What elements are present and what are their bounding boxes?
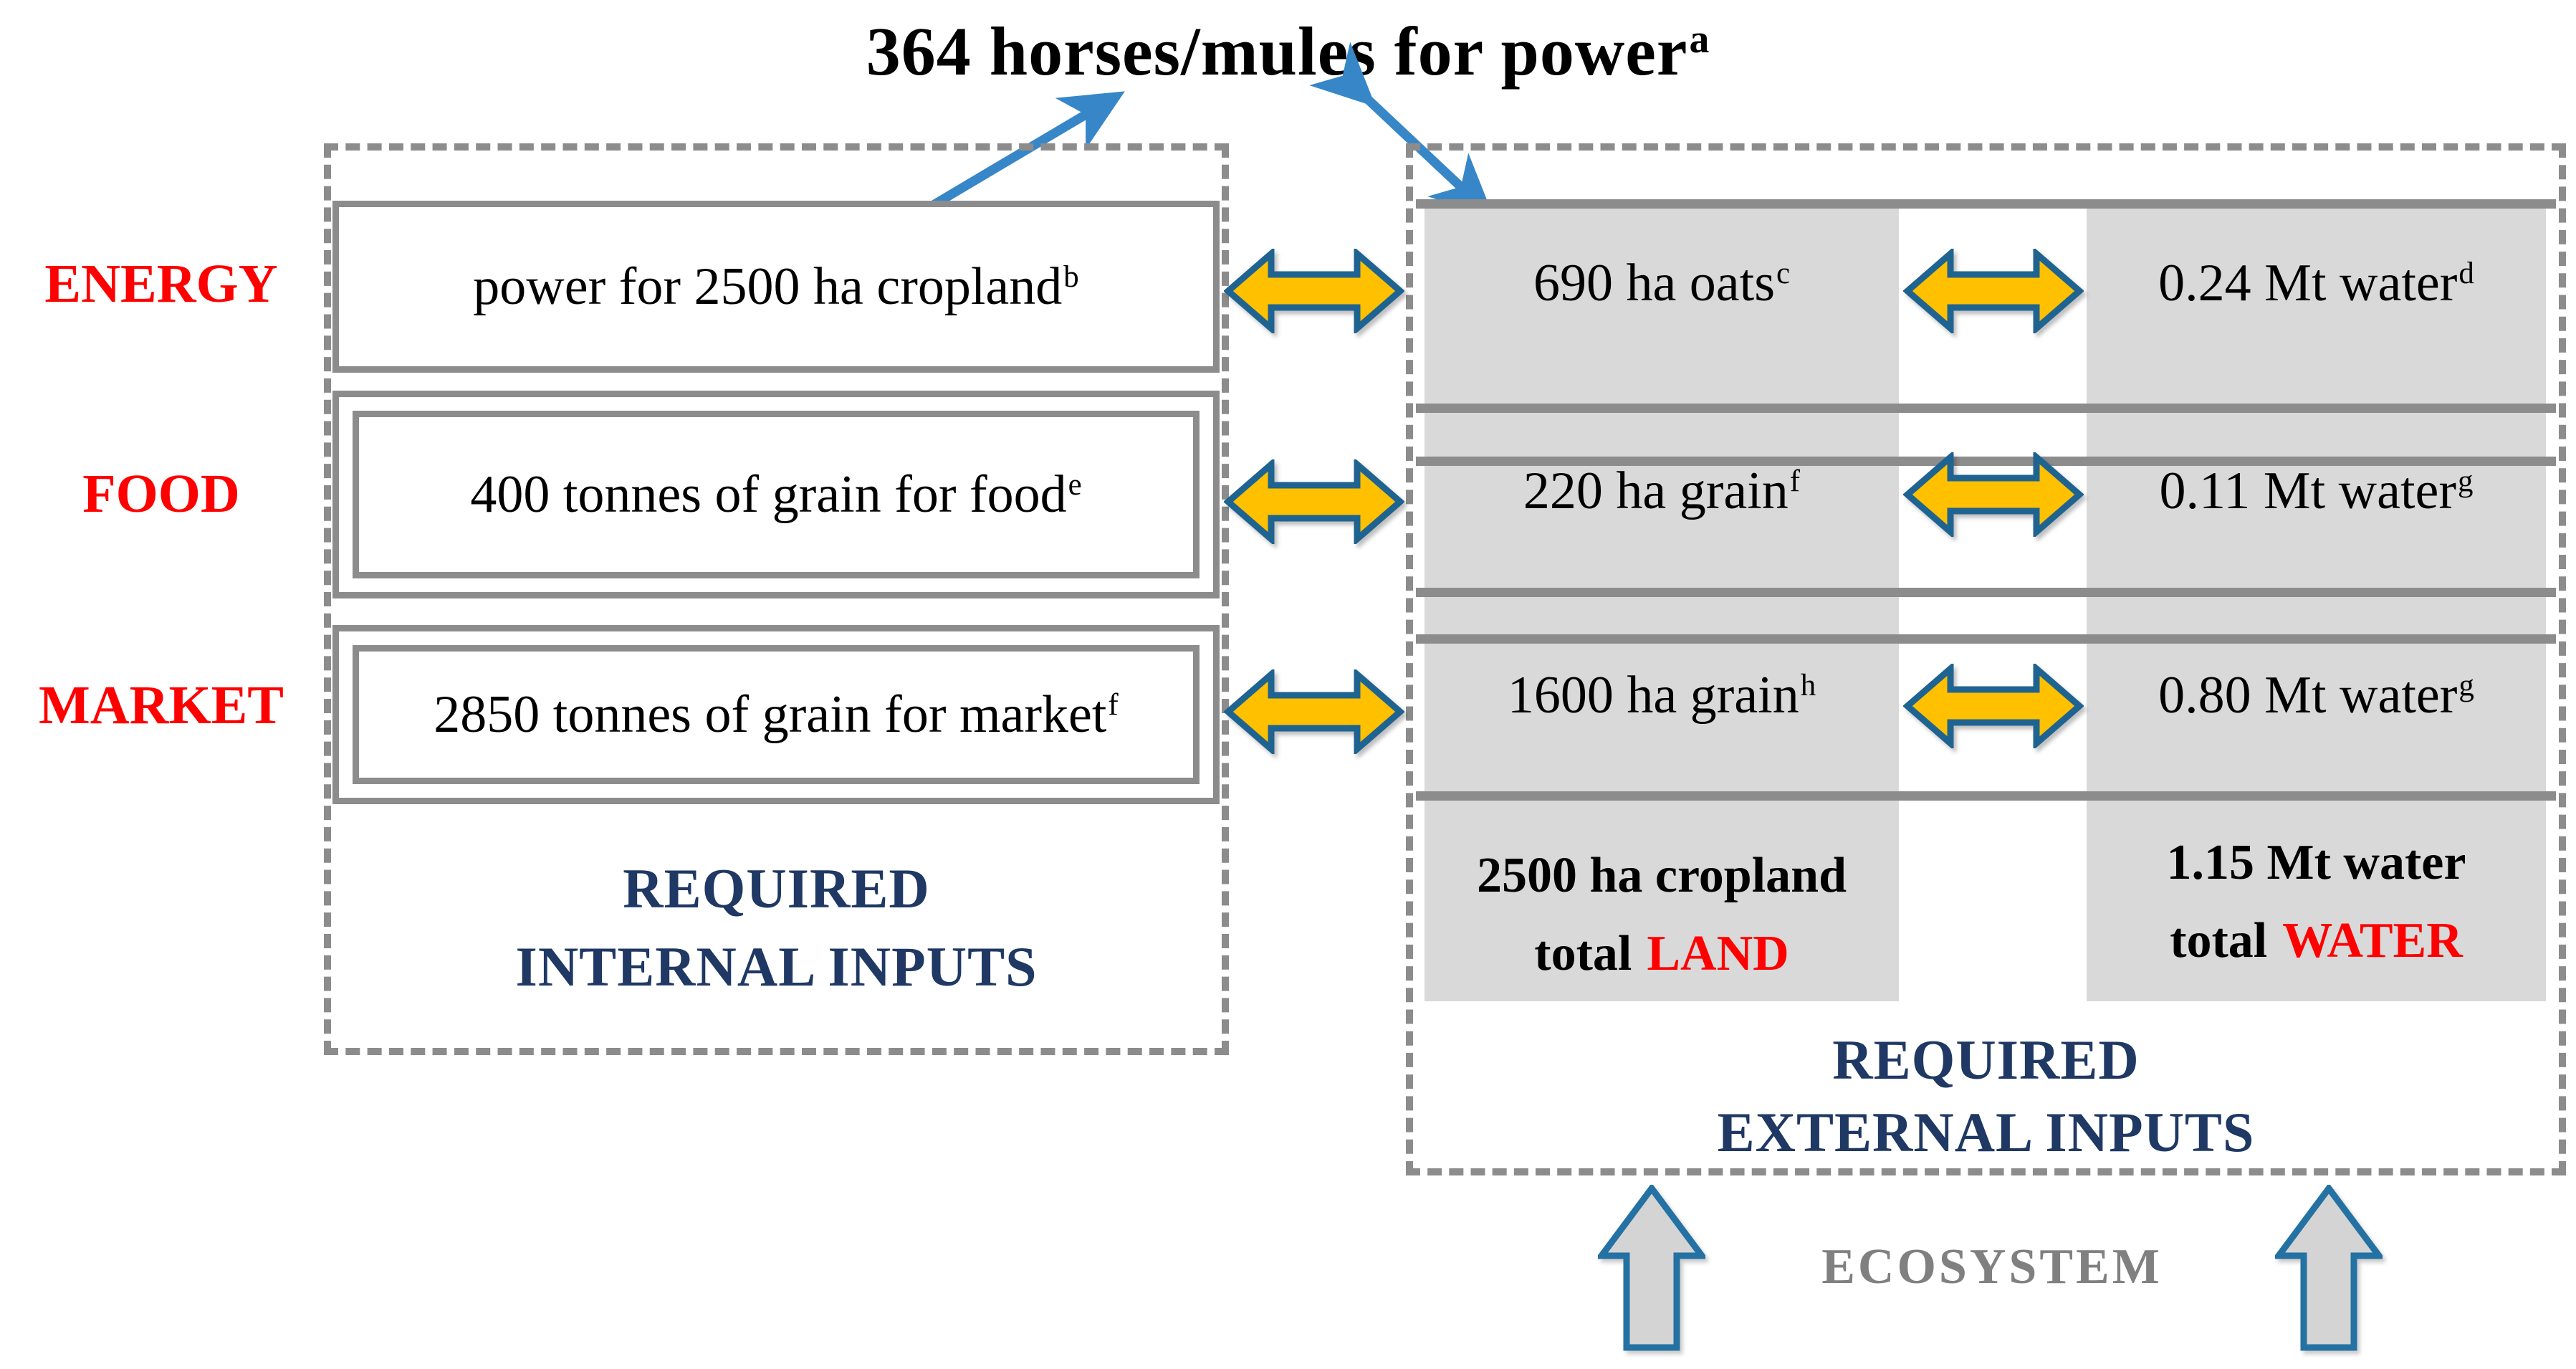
land-total-highlight: LAND <box>1647 925 1789 981</box>
market-internal-text: 2850 tonnes of grain for marketf <box>434 685 1119 744</box>
water-total-highlight: WATER <box>2282 912 2463 968</box>
internal-inputs-caption-line1: REQUIRED <box>623 857 930 920</box>
internal-inputs-caption: REQUIRED INTERNAL INPUTS <box>324 849 1229 1006</box>
energy-internal-superscript: b <box>1063 260 1079 295</box>
food-land-value: 220 ha grainf <box>1523 462 1801 520</box>
energy-water-value: 0.24 Mt waterd <box>2158 254 2474 313</box>
energy-water-superscript: d <box>2458 257 2474 291</box>
double-arrow-icon-food-right <box>1903 452 2084 537</box>
water-column-band <box>2087 209 2546 1001</box>
market-internal-row-inner: 2850 tonnes of grain for marketf <box>353 645 1200 784</box>
market-water-superscript: g <box>2458 669 2474 703</box>
food-internal-text: 400 tonnes of grain for foode <box>470 465 1082 524</box>
market-water-value: 0.80 Mt waterg <box>2158 666 2474 725</box>
market-land-value: 1600 ha grainh <box>1507 666 1816 725</box>
double-arrow-icon-market-right <box>1903 664 2084 748</box>
land-total-line1: 2500 ha cropland <box>1476 848 1847 903</box>
double-arrow-icon-food-left <box>1224 459 1404 544</box>
food-land-superscript: f <box>1789 464 1801 499</box>
food-water-value: 0.11 Mt waterg <box>2159 462 2474 520</box>
double-arrow-icon-energy-right <box>1903 249 2084 333</box>
market-internal-row: 2850 tonnes of grain for marketf <box>332 625 1220 804</box>
food-internal-superscript: e <box>1068 468 1082 502</box>
right-separator-2b <box>1416 634 2556 644</box>
diagram-title: 364 horses/mules for powera <box>0 11 2576 91</box>
internal-inputs-caption-line2: INTERNAL INPUTS <box>515 935 1038 998</box>
up-arrow-icon-right <box>2275 1185 2383 1351</box>
energy-internal-row: power for 2500 ha croplandb <box>332 201 1220 373</box>
diagram-title-text: 364 horses/mules for power <box>866 13 1688 90</box>
food-water-superscript: g <box>2458 464 2474 499</box>
external-inputs-box <box>1406 143 2566 1175</box>
diagram-title-superscript: a <box>1689 17 1710 62</box>
energy-land-superscript: c <box>1776 257 1791 291</box>
energy-internal-text: power for 2500 ha croplandb <box>473 257 1079 316</box>
market-land-superscript: h <box>1800 669 1816 703</box>
internal-inputs-box <box>324 143 1229 1055</box>
side-label-market: MARKET <box>39 675 284 735</box>
side-label-energy: ENERGY <box>44 254 278 314</box>
external-inputs-caption-line2: EXTERNAL INPUTS <box>1717 1101 2255 1164</box>
external-inputs-caption-line1: REQUIRED <box>1832 1029 2140 1091</box>
right-separator-top <box>1416 199 2556 209</box>
food-internal-row-inner: 400 tonnes of grain for foode <box>353 411 1200 578</box>
right-separator-2a <box>1416 588 2556 597</box>
up-arrow-icon-left <box>1598 1185 1705 1351</box>
water-total-line1: 1.15 Mt water <box>2166 835 2466 890</box>
external-inputs-caption: REQUIRED EXTERNAL INPUTS <box>1406 1024 2566 1169</box>
right-separator-3 <box>1416 791 2556 801</box>
land-column-band <box>1425 209 1899 1001</box>
ecosystem-label: ECOSYSTEM <box>1821 1239 2163 1294</box>
energy-land-value: 690 ha oatsc <box>1533 254 1791 313</box>
double-arrow-icon-market-left <box>1224 669 1404 754</box>
market-internal-superscript: f <box>1108 688 1119 722</box>
food-internal-row: 400 tonnes of grain for foode <box>332 391 1220 598</box>
right-separator-1a <box>1416 404 2556 413</box>
side-label-food: FOOD <box>82 464 240 524</box>
right-separator-1b <box>1416 457 2556 466</box>
double-arrow-icon-energy-left <box>1224 249 1404 333</box>
